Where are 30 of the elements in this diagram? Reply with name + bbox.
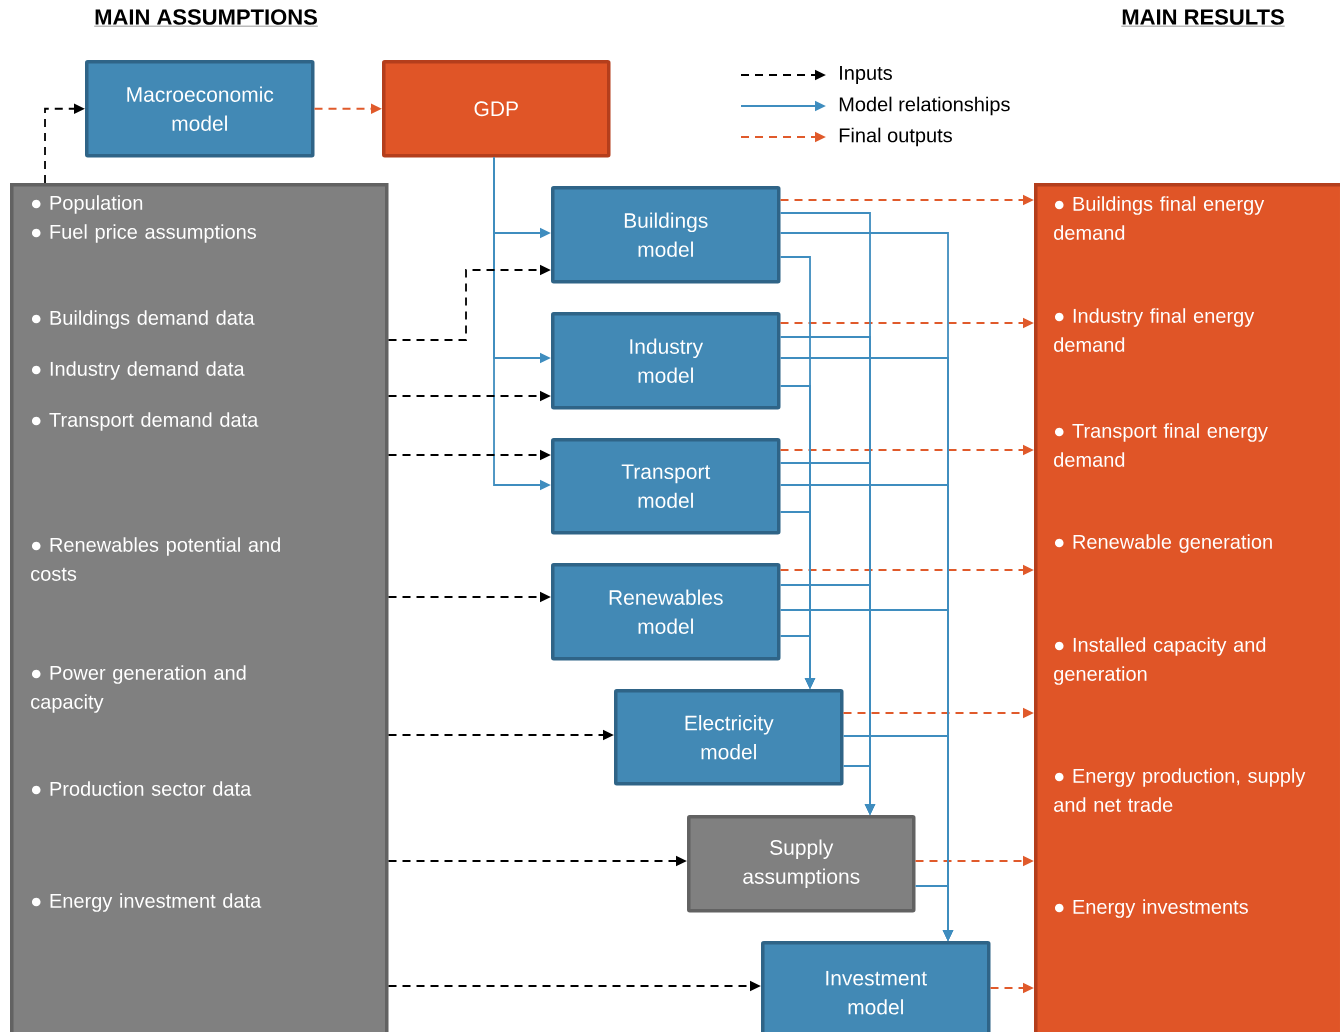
bullet-item: ● Buildings demand data xyxy=(31,310,255,329)
bullet-item: ● Energy investments xyxy=(1054,899,1248,918)
bullet-item: ● Renewables potential and costs xyxy=(31,537,280,581)
bullet-item: ● Energy investment data xyxy=(31,893,262,912)
bullet-item: ● Installed capacity and generation xyxy=(1054,637,1266,685)
bullet-item: ● Production sector data xyxy=(31,781,252,796)
model-box: Buildings model xyxy=(551,186,781,284)
bullet-item: ● Transport final energy demand xyxy=(1054,423,1268,467)
legend-label: Model relationships xyxy=(839,96,1010,116)
assumptions-box: Supply assumptions xyxy=(687,815,916,913)
model-box: Electricity model xyxy=(614,689,844,786)
heading: MAIN ASSUMPTIONS xyxy=(93,9,319,27)
bullet-item: ● Industry demand data xyxy=(31,361,245,380)
bullet-item: ● Transport demand data xyxy=(31,412,259,431)
model-box: Investment model xyxy=(761,941,991,1032)
model-box: Macroeconomic model xyxy=(85,60,315,158)
model-box: Transport model xyxy=(551,438,781,535)
legend-label: Final outputs xyxy=(839,127,952,147)
model-box: Renewables model xyxy=(551,563,781,661)
bullet-item: ● Energy production, supply and net trade xyxy=(1054,768,1306,812)
bullet-item: ● Industry final energy demand xyxy=(1054,308,1255,352)
bullet-item: ● Renewable generation xyxy=(1054,534,1272,553)
output-box: GDP xyxy=(382,60,611,158)
heading: MAIN RESULTS xyxy=(1121,9,1285,27)
bullet-item: ● Fuel price assumptions xyxy=(31,224,257,243)
legend-label: Inputs xyxy=(840,66,892,84)
model-box: Industry model xyxy=(551,312,781,410)
bullet-item: ● Population xyxy=(31,195,143,214)
bullet-item: ● Power generation and capacity xyxy=(31,665,246,713)
bullet-item: ● Buildings final energy demand xyxy=(1054,196,1265,240)
